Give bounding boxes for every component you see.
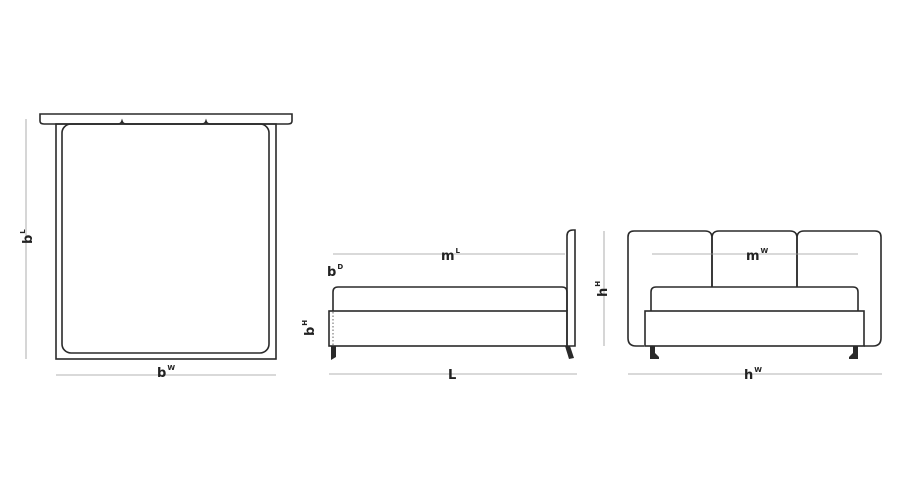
side-view-mattress	[332, 286, 568, 311]
side-mattress-length-label: mL	[441, 247, 461, 264]
side-view-back-leg	[565, 346, 574, 359]
top-length-label: bL	[19, 229, 36, 244]
front-view-mattress	[650, 286, 859, 311]
top-view-headboard	[39, 113, 293, 125]
side-view-headboard	[566, 229, 576, 347]
front-view-headboard-right-cushion	[796, 230, 882, 347]
side-bed-height-label: bH	[301, 320, 318, 336]
front-headboard-height-label: hH	[594, 281, 611, 297]
side-view-bed-base	[328, 310, 568, 347]
front-view-bed-base	[644, 310, 865, 347]
front-view-headboard-left-cushion	[627, 230, 713, 347]
front-mattress-width-label: mW	[746, 247, 769, 264]
side-view: mL bD bH L	[301, 229, 577, 383]
front-view-left-leg	[650, 346, 659, 359]
side-view-front-leg	[331, 346, 336, 360]
top-view: bL bW	[19, 113, 293, 381]
top-view-mattress	[61, 123, 270, 354]
top-view-bed-frame	[55, 123, 277, 360]
front-view-right-leg	[849, 346, 858, 359]
side-total-length-label: L	[448, 368, 456, 383]
side-bed-depth-label: bD	[327, 263, 343, 280]
top-width-label: bW	[157, 364, 175, 381]
front-view: mW hH hW	[594, 230, 882, 383]
front-headboard-width-label: hW	[744, 366, 762, 383]
